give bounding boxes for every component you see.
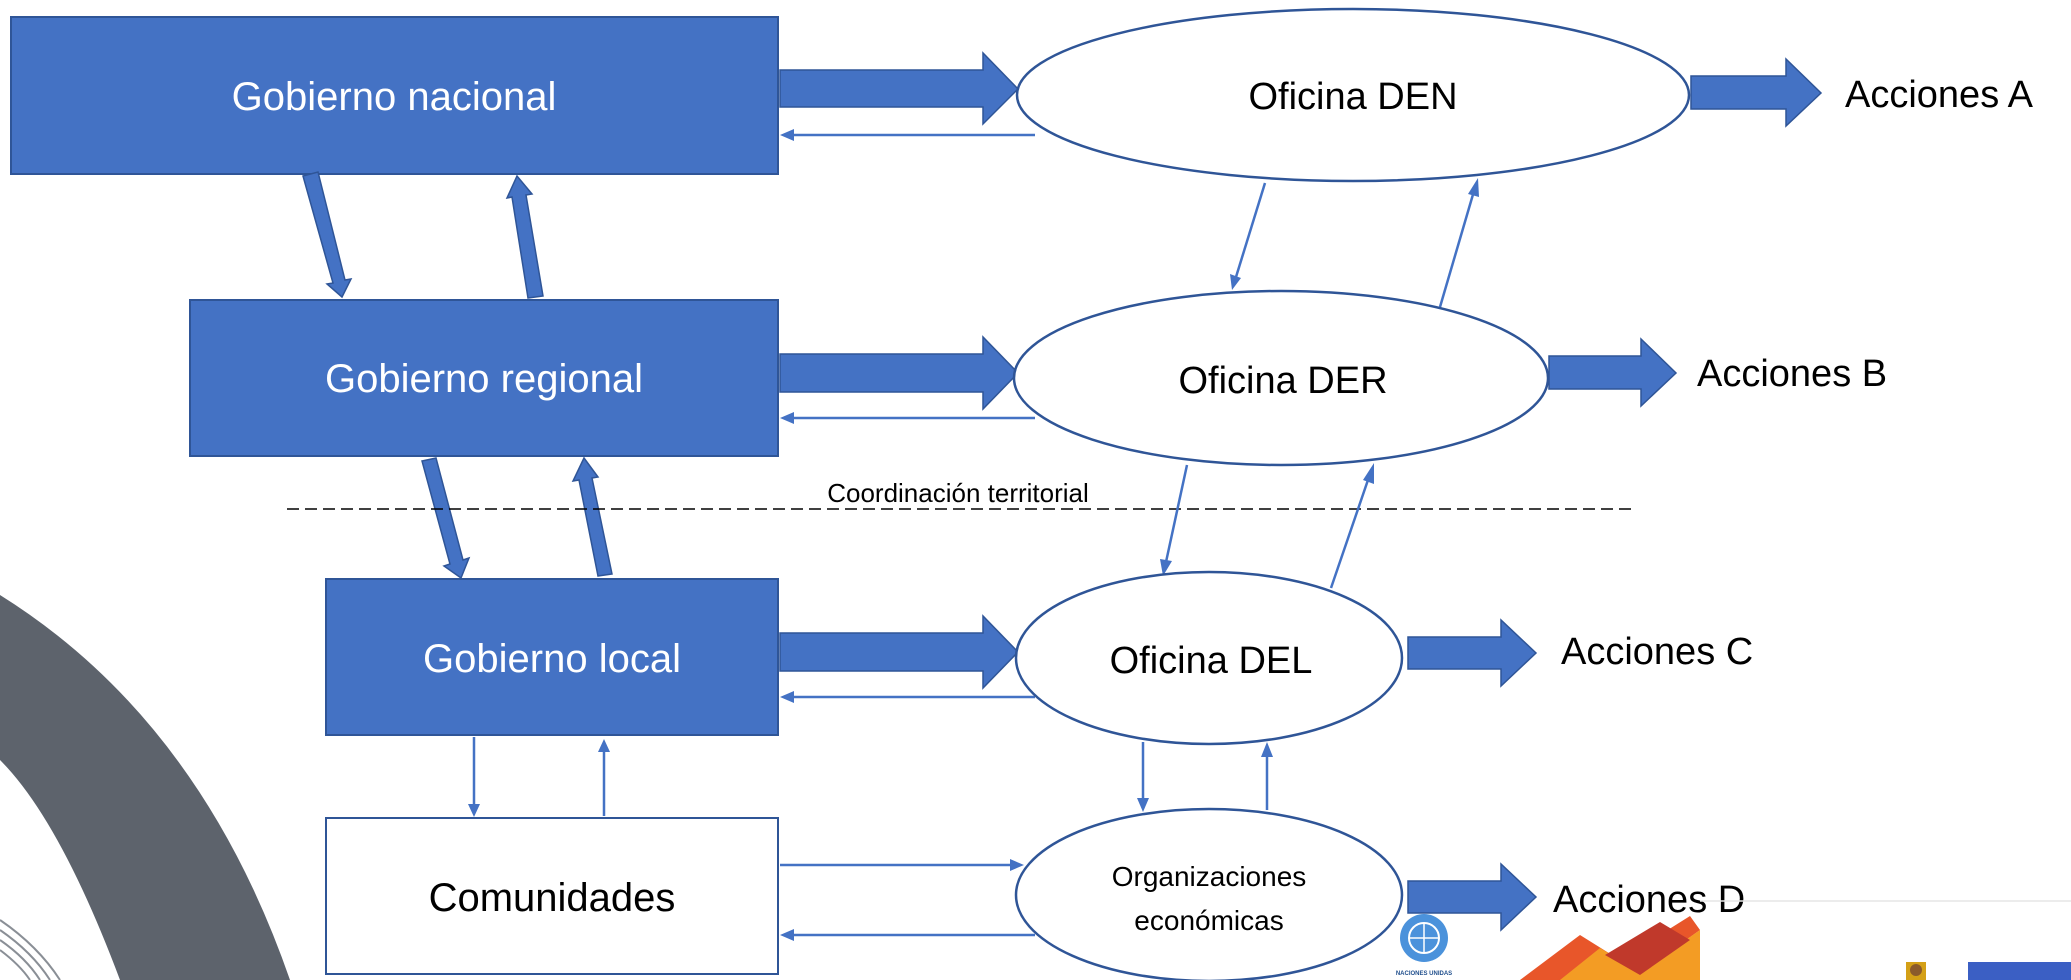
ellipse-organizaciones-economicas (1014, 807, 1404, 980)
box-gobierno-regional (189, 299, 779, 457)
arrow-comunidades-to-local (598, 739, 610, 816)
arrow-den-to-der (1230, 182, 1267, 290)
arrow-organizaciones-to-acciones-d (1407, 862, 1538, 932)
box-comunidades-label: Comunidades (429, 876, 676, 920)
arrow-organizaciones-to-comunidades (780, 929, 1035, 941)
oficina-den-label: Oficina DEN (1248, 76, 1457, 118)
arrow-del-to-organizaciones (1137, 742, 1149, 812)
arrow-nacional-to-regional (302, 171, 353, 299)
box-comunidades (325, 817, 779, 975)
institution-logo-icon (1906, 962, 2071, 980)
arrow-der-to-regional (780, 412, 1035, 424)
arrow-regional-to-local (421, 457, 471, 580)
oficina-der-label: Oficina DER (1178, 360, 1387, 402)
organizaciones-label-line2: económicas (1134, 905, 1283, 936)
arrow-del-to-der (1329, 463, 1374, 589)
arrow-der-to-del (1160, 464, 1189, 576)
arrow-del-to-acciones-c (1407, 618, 1538, 688)
arrow-local-to-comunidades (468, 737, 480, 817)
acciones-d-label: Acciones D (1553, 879, 1745, 921)
oficina-del-label: Oficina DEL (1110, 640, 1313, 682)
arrow-local-to-regional (571, 456, 613, 577)
arrow-local-to-del (779, 614, 1020, 690)
arrow-comunidades-to-organizaciones (780, 859, 1024, 871)
box-gobierno-nacional (10, 16, 779, 175)
ellipse-oficina-den (1015, 7, 1691, 183)
arrow-del-to-local (780, 691, 1035, 703)
acciones-c-label: Acciones C (1561, 631, 1753, 673)
box-gobierno-nacional-label: Gobierno nacional (232, 75, 557, 119)
box-gobierno-regional-label: Gobierno regional (325, 357, 643, 401)
arrow-regional-to-der (779, 335, 1020, 411)
arrow-nacional-to-den (779, 51, 1020, 126)
arrow-der-to-acciones-b (1548, 337, 1678, 408)
un-emblem-icon (1400, 914, 1448, 962)
ellipse-oficina-der (1012, 289, 1550, 467)
arrow-der-to-den (1438, 178, 1479, 308)
acciones-a-label: Acciones A (1845, 74, 2034, 116)
arrow-regional-to-nacional (505, 174, 544, 299)
arrow-den-to-nacional (780, 129, 1035, 141)
decorative-arc-stripes (0, 919, 61, 980)
decorative-arc (0, 595, 290, 980)
ellipse-oficina-del (1014, 570, 1404, 746)
un-caption: NACIONES UNIDAS (1396, 971, 1452, 977)
acciones-b-label: Acciones B (1697, 353, 1887, 395)
arrow-organizaciones-to-del (1261, 742, 1273, 810)
box-gobierno-local-label: Gobierno local (423, 637, 681, 681)
organizaciones-label-line1: Organizaciones (1112, 861, 1307, 892)
box-gobierno-local (325, 578, 779, 736)
partner-logo-icon (1520, 916, 1700, 980)
arrow-den-to-acciones-a (1690, 57, 1823, 128)
divider-label: Coordinación territorial (827, 478, 1089, 508)
